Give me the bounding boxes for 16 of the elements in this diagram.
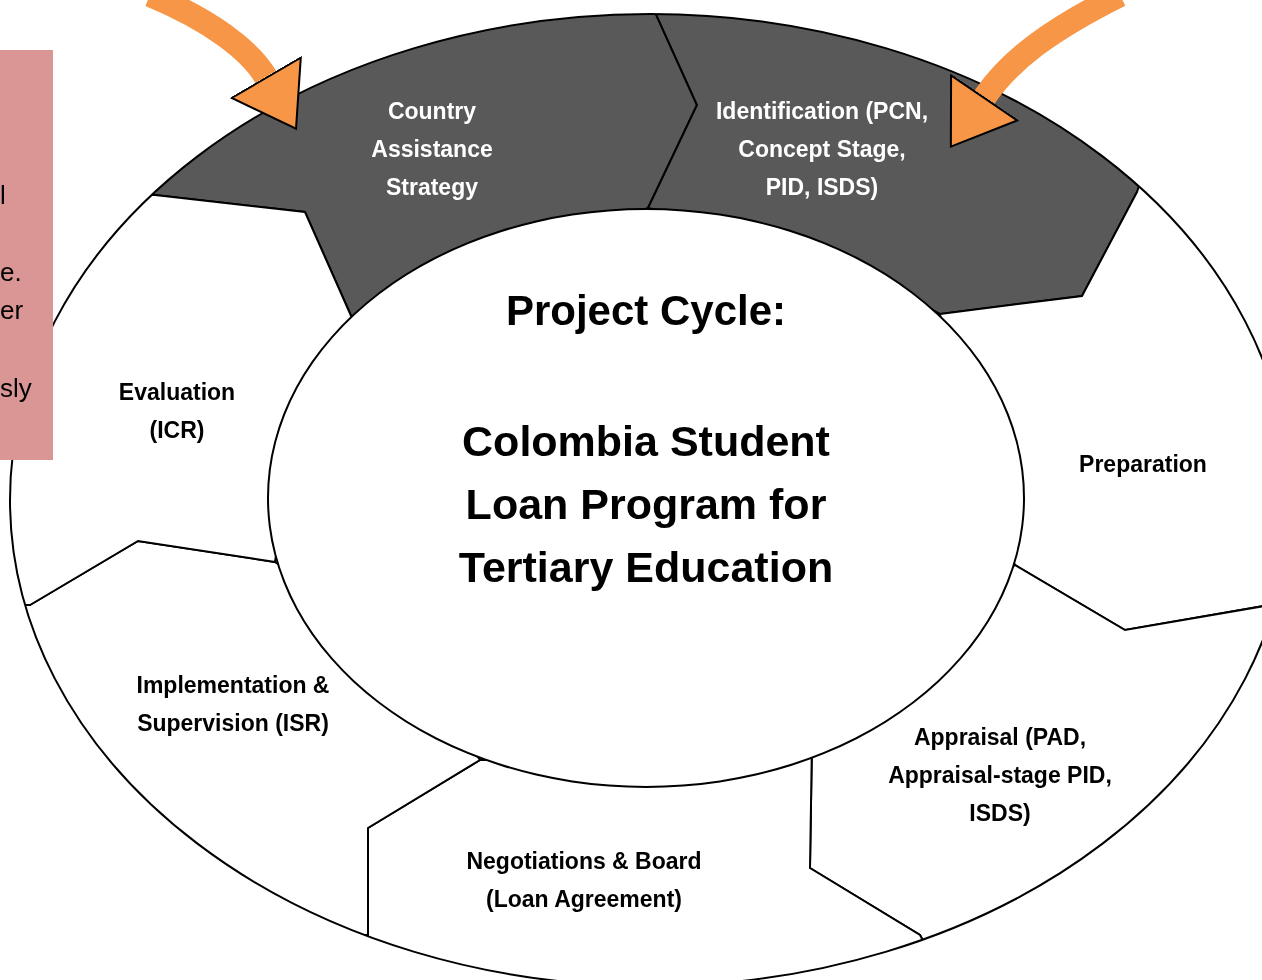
note-text: l [0, 180, 6, 210]
note-panel [0, 50, 53, 460]
stage-label: Evaluation (ICR) [117, 378, 237, 445]
cycle-heading: Project Cycle: [504, 286, 788, 336]
note-text: sly [0, 373, 32, 403]
stage-label: Appraisal (PAD, Appraisal-stage PID, ISDS) [887, 723, 1113, 828]
program-name: Colombia Student Loan Program for Tertiary Education [457, 416, 835, 593]
stage-label: Negotiations & Board (Loan Agreement) [465, 847, 703, 914]
stage-label: Identification (PCN, Concept Stage, PID, ISDS) [714, 97, 930, 202]
note-text: er [0, 295, 24, 325]
stage-label: Country Assistance Strategy [370, 97, 494, 202]
stage-label: Implementation & Supervision (ISR) [135, 671, 331, 738]
stage-label: Preparation [1078, 450, 1208, 479]
arrow [145, 0, 302, 130]
arrow [949, 0, 1126, 148]
note-text: e. [0, 257, 22, 287]
